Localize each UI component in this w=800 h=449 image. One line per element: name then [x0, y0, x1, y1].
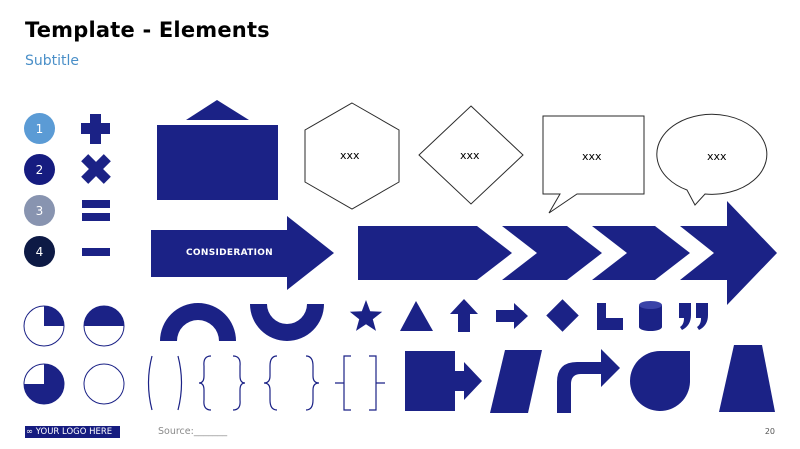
left-brace — [198, 355, 212, 411]
arrow-label: CONSIDERATION — [186, 248, 274, 258]
arc-top-shape — [160, 303, 236, 341]
chevron-step-2 — [502, 226, 602, 280]
right-arrow-icon — [496, 303, 528, 329]
right-square-bracket — [369, 355, 385, 411]
number-circle-1: 1 — [24, 113, 55, 144]
plus-icon — [81, 114, 110, 144]
page-title: Template - Elements — [25, 18, 270, 42]
cylinder-icon — [639, 305, 662, 331]
number-circle-2: 2 — [24, 154, 55, 185]
diamond-label: xxx — [460, 149, 480, 162]
parallelogram-shape — [490, 350, 542, 413]
equals-icon — [82, 200, 110, 221]
pie-quarter-outline — [23, 305, 65, 347]
pie-three-quarter-shape — [24, 364, 64, 404]
right-brace — [232, 355, 246, 411]
pie-quarter-shape — [44, 306, 64, 326]
page-subtitle: Subtitle — [25, 53, 80, 69]
teardrop-shape — [630, 351, 690, 412]
empty-circle-shape — [83, 363, 125, 405]
number-label: 2 — [35, 162, 44, 177]
logo-placeholder: ∞ YOUR LOGO HERE — [25, 426, 120, 438]
speech-bubble-rect — [542, 115, 645, 214]
chevron-step-4-arrow — [680, 201, 777, 305]
speech-oval-label: xxx — [707, 150, 727, 163]
diamond-shape — [418, 105, 524, 205]
trapezoid-shape — [719, 345, 775, 412]
multiply-icon — [81, 154, 111, 184]
l-shape-icon — [597, 303, 623, 330]
left-parenthesis — [147, 355, 153, 411]
triangle-roof-shape — [186, 100, 249, 120]
chevron-step-3 — [592, 226, 690, 280]
arc-bottom-shape — [250, 304, 324, 341]
right-parenthesis — [177, 355, 183, 411]
bent-arrow-shape — [557, 349, 620, 413]
square-arrow-shape — [405, 351, 482, 411]
pie-three-quarter-outline — [23, 363, 65, 405]
left-brace-stem — [263, 355, 278, 411]
left-square-bracket — [335, 355, 351, 411]
chevron-step-1 — [358, 226, 512, 280]
pie-half-outline — [83, 305, 125, 347]
number-label: 1 — [35, 121, 44, 136]
number-circle-4: 4 — [24, 236, 55, 267]
number-label: 3 — [35, 203, 44, 218]
cylinder-top — [639, 301, 662, 309]
speech-rect-label: xxx — [582, 150, 602, 163]
up-arrow-icon — [450, 299, 478, 332]
number-label: 4 — [35, 244, 44, 259]
minus-icon — [82, 248, 110, 256]
pie-half-shape — [84, 306, 124, 326]
page-number: 20 — [764, 427, 775, 436]
hexagon-shape — [304, 102, 400, 210]
consideration-arrow — [151, 216, 334, 290]
source-text: Source:_______ — [158, 426, 228, 437]
speech-bubble-oval — [656, 113, 768, 206]
star-icon — [349, 300, 383, 331]
quote-icon — [679, 303, 708, 330]
hexagon-label: xxx — [340, 149, 360, 162]
number-circle-3: 3 — [24, 195, 55, 226]
right-brace-stem — [305, 355, 320, 411]
diamond-icon — [546, 299, 579, 332]
rectangle-shape — [157, 125, 278, 200]
triangle-icon — [400, 301, 433, 331]
